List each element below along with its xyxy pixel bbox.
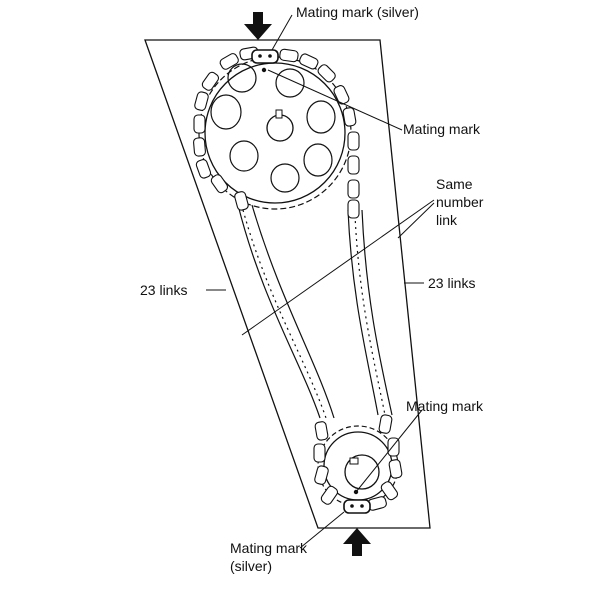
camshaft-sprocket — [198, 56, 352, 210]
cam-mating-mark-label: Mating mark — [403, 121, 481, 137]
up-arrow-icon — [343, 528, 371, 556]
chain-left-run — [237, 204, 335, 419]
same-number-link-label-line2: number — [436, 194, 484, 210]
top-silver-links — [251, 49, 279, 73]
sprocket-hole — [227, 63, 257, 93]
sprocket-keyway — [275, 109, 283, 119]
sprocket-hole — [275, 68, 305, 98]
sprocket-hole — [306, 100, 336, 134]
bottom-mating-mark-label-line2: (silver) — [230, 558, 272, 574]
crank-mating-mark-label: Mating mark — [406, 398, 484, 414]
right-links-count-label: 23 links — [428, 275, 475, 291]
bottom-mating-mark-label-line1: Mating mark — [230, 540, 308, 556]
left-links-count-label: 23 links — [140, 282, 187, 298]
same-number-link-label-line1: Same — [436, 176, 473, 192]
sprocket-hole — [210, 94, 242, 130]
crank-hub — [344, 454, 380, 490]
sprocket-hole — [270, 163, 300, 193]
top-mating-mark-label: Mating mark (silver) — [296, 4, 419, 20]
bottom-silver-links — [343, 499, 371, 514]
leader-lines — [206, 14, 435, 549]
crank-keyway — [349, 457, 359, 465]
same-number-link-label-line3: link — [436, 212, 458, 228]
chain-right-run — [347, 209, 393, 416]
down-arrow-icon — [244, 12, 272, 40]
sprocket-hole — [303, 143, 333, 177]
chain-outline-frame — [144, 39, 431, 529]
sprocket-hole — [229, 140, 259, 172]
cam-mating-dot — [261, 67, 267, 73]
